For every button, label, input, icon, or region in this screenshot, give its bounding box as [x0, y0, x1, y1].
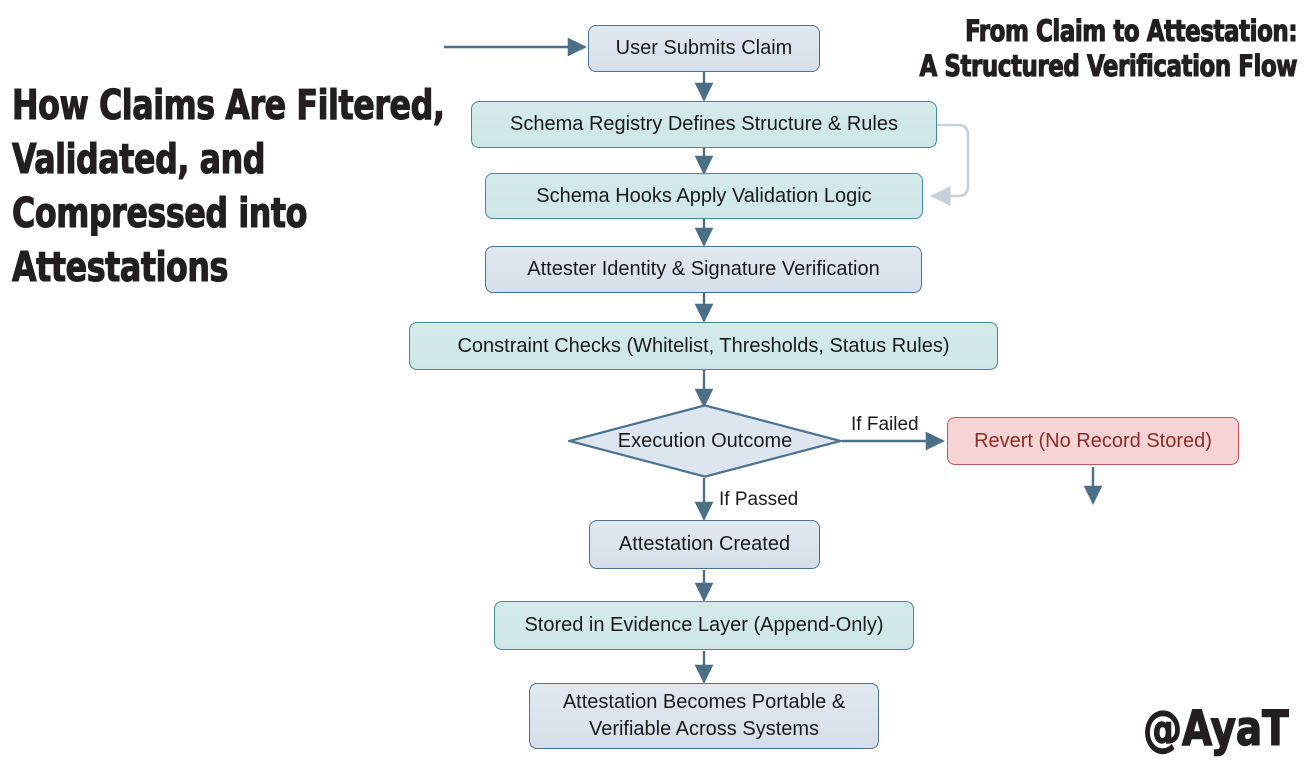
node-revert-no-record[interactable]: Revert (No Record Stored) — [947, 417, 1239, 465]
node-schema-registry[interactable]: Schema Registry Defines Structure & Rule… — [471, 101, 937, 148]
edge-label-if-failed: If Failed — [851, 414, 919, 435]
node-attestation-portable[interactable]: Attestation Becomes Portable & Verifiabl… — [529, 683, 879, 749]
node-stored-evidence-layer[interactable]: Stored in Evidence Layer (Append-Only) — [494, 601, 914, 650]
author-signature: @AyaT — [1143, 701, 1290, 757]
node-execution-outcome[interactable]: Execution Outcome — [568, 404, 842, 478]
node-attestation-created[interactable]: Attestation Created — [589, 520, 820, 569]
diamond-shape — [568, 404, 842, 478]
left-headline: How Claims Are Filtered, Validated, and … — [12, 80, 446, 291]
node-constraint-checks[interactable]: Constraint Checks (Whitelist, Thresholds… — [409, 322, 998, 370]
right-headline: From Claim to Attestation: A Structured … — [919, 13, 1298, 83]
node-schema-hooks[interactable]: Schema Hooks Apply Validation Logic — [485, 173, 923, 219]
edge-label-if-passed: If Passed — [719, 489, 799, 510]
node-user-submits-claim[interactable]: User Submits Claim — [588, 25, 820, 72]
edge-registry-loop-to-hooks — [929, 123, 970, 207]
node-attester-identity[interactable]: Attester Identity & Signature Verificati… — [485, 246, 922, 293]
